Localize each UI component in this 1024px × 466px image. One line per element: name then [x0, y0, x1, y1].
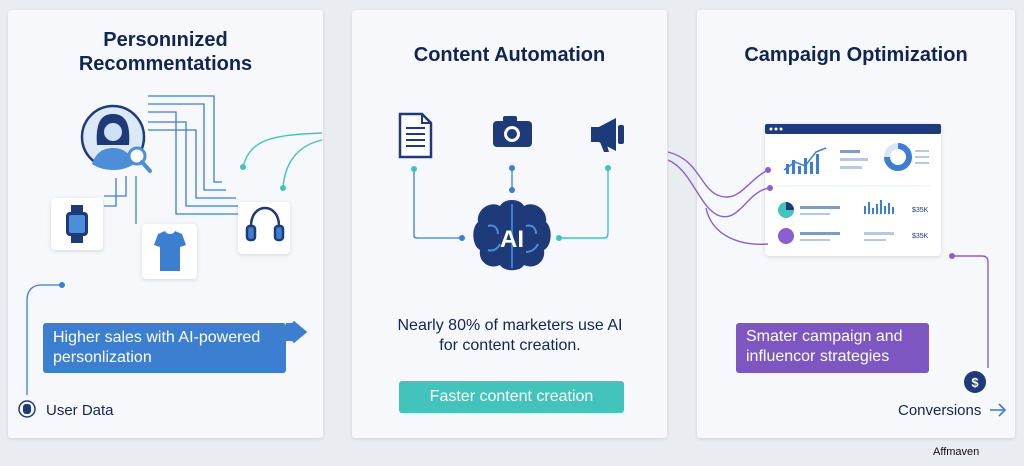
badge-smarter-campaign-line-2: influencor strategies [746, 348, 890, 365]
badge-higher-sales-line-2: personlization [53, 349, 152, 366]
panel-content-automation: Content Automation [352, 10, 667, 438]
content-stat-text: Nearly 80% of marketers use AI for conte… [380, 316, 640, 356]
panel-1-title: Personınized Recommentations [8, 28, 323, 76]
panel-2-title: Content Automation [413, 44, 606, 66]
conversions-label: Conversions [898, 402, 982, 419]
tshirt-card [142, 224, 197, 279]
credit-label: Affmaven [933, 446, 980, 458]
panel-1-title-line-2: Recommentations [78, 53, 253, 75]
badge-smarter-campaign-line-1: Smater campaign and [746, 328, 903, 345]
badge-higher-sales-line-1: Higher sales with AI-powered [53, 329, 261, 346]
smartwatch-card [51, 198, 103, 250]
dashboard-card [765, 124, 941, 256]
content-stat-line-2: for content creation. [439, 337, 581, 354]
badge-smarter-campaign: Smater campaign and influencor strategie… [736, 323, 929, 373]
panel-3-title: Campaign Optimization [744, 44, 968, 66]
badge-faster-content: Faster content creation [399, 381, 624, 413]
headphones-card [238, 202, 290, 254]
content-stat-line-1: Nearly 80% of marketers use AI [397, 317, 623, 334]
user-data-label: User Data [46, 402, 114, 419]
panel-1-title-line-1: Personınized [103, 29, 228, 51]
badge-higher-sales: Higher sales with AI-powered personlizat… [43, 323, 286, 373]
